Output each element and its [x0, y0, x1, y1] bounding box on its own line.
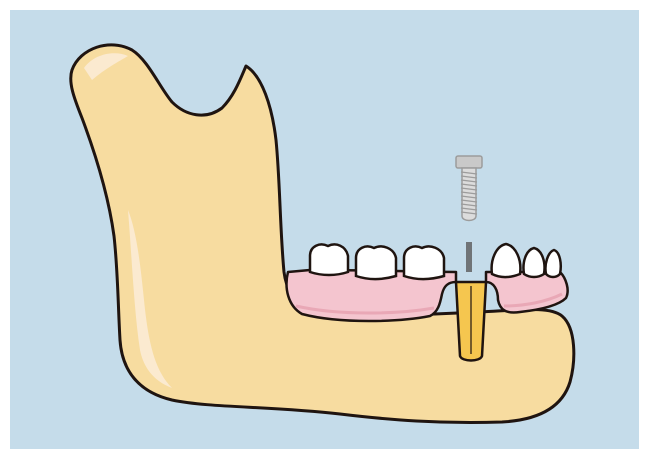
tooth-molar-1 — [310, 244, 348, 275]
implant-illustration — [10, 10, 639, 449]
tooth-molar-2 — [356, 246, 396, 279]
abutment-slot — [466, 242, 472, 272]
tooth-incisor-1 — [523, 248, 544, 277]
tooth-premolar-1 — [404, 246, 444, 279]
illustration-panel — [10, 10, 639, 449]
